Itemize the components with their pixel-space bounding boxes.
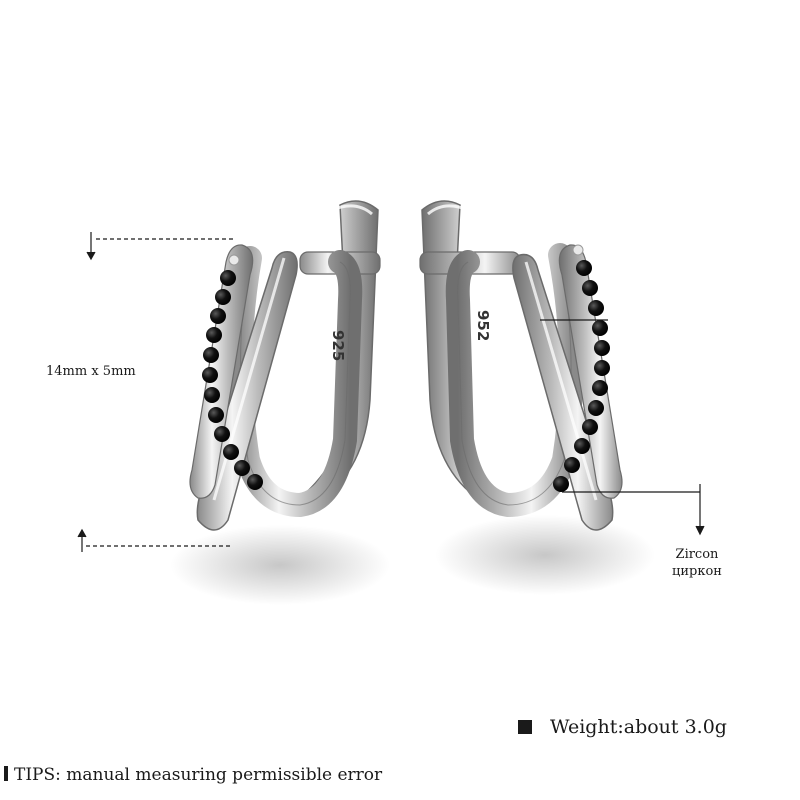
zircon-stone xyxy=(206,327,222,343)
zircon-stone xyxy=(582,419,598,435)
zircon-stone xyxy=(588,400,604,416)
zircon-stone xyxy=(204,387,220,403)
right-earring: 952 xyxy=(419,200,623,531)
dimension-marker xyxy=(77,232,236,552)
zircon-stone xyxy=(228,254,240,266)
zircon-stone xyxy=(202,367,218,383)
zircon-stone xyxy=(203,347,219,363)
zircon-stone xyxy=(574,438,590,454)
zircon-label-en: Zircon xyxy=(675,547,719,562)
dimension-label: 14mm x 5mm xyxy=(46,364,136,379)
shadow xyxy=(435,515,655,595)
square-bullet-icon xyxy=(518,720,532,734)
zircon-stone xyxy=(594,340,610,356)
bar-bullet-icon xyxy=(4,766,8,781)
stamp-925-mirrored: 952 xyxy=(474,310,492,341)
left-earring: 925 xyxy=(189,200,381,531)
zircon-stone xyxy=(572,244,584,256)
zircon-stone xyxy=(220,270,236,286)
zircon-stone xyxy=(588,300,604,316)
zircon-stone xyxy=(576,260,592,276)
weight-info: Weight:about 3.0g xyxy=(518,716,727,738)
zircon-stone xyxy=(592,320,608,336)
zircon-stone xyxy=(594,360,610,376)
tips-text: TIPS: manual measuring permissible error xyxy=(14,765,383,785)
zircon-stone xyxy=(208,407,224,423)
zircon-label: Zircon циркон xyxy=(672,546,722,580)
zircon-pointer xyxy=(540,319,705,536)
zircon-stone xyxy=(247,474,263,490)
tips-info: TIPS: manual measuring permissible error xyxy=(4,765,382,785)
zircon-stone xyxy=(592,380,608,396)
zircon-stone xyxy=(210,308,226,324)
zircon-label-ru: циркон xyxy=(672,564,722,579)
shadow xyxy=(170,525,390,605)
zircon-stone xyxy=(215,289,231,305)
zircon-stone xyxy=(582,280,598,296)
zircon-stone xyxy=(223,444,239,460)
stamp-925: 925 xyxy=(329,330,347,361)
zircon-stone xyxy=(214,426,230,442)
zircon-stone xyxy=(553,476,569,492)
zircon-stone xyxy=(234,460,250,476)
weight-text: Weight:about 3.0g xyxy=(550,716,727,738)
zircon-stone xyxy=(564,457,580,473)
